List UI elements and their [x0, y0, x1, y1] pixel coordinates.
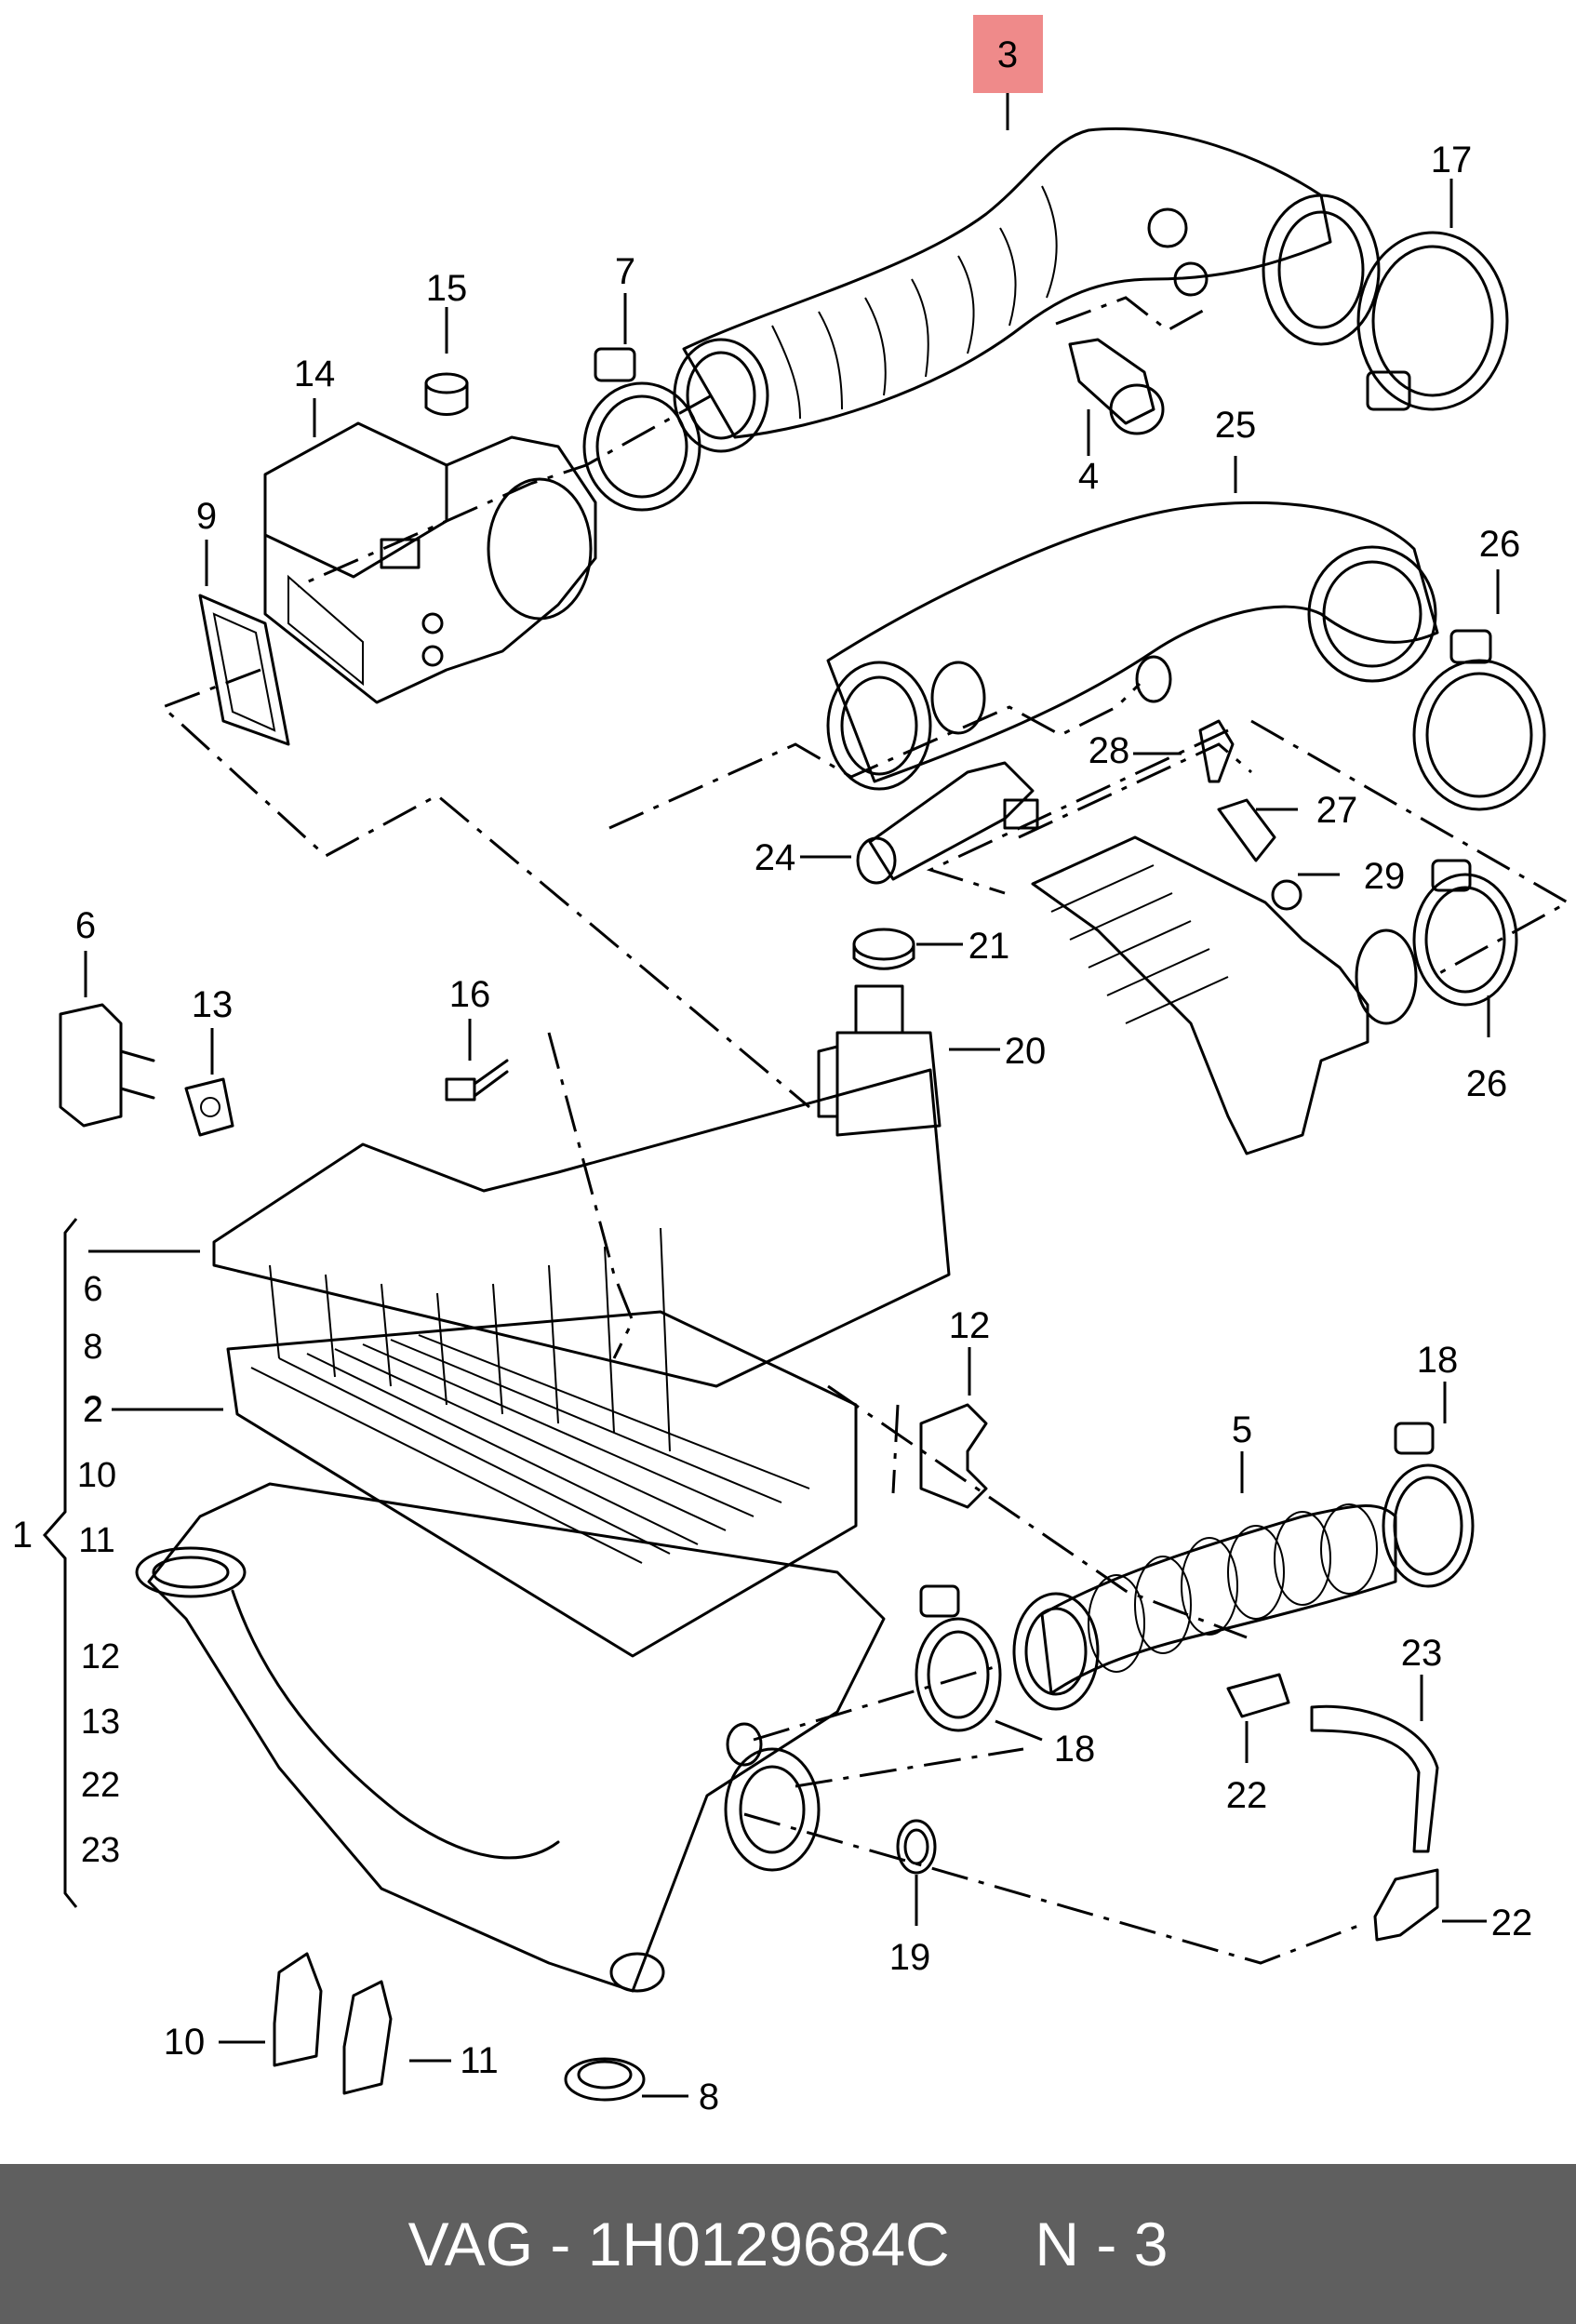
- callout-12: 12: [949, 1305, 991, 1346]
- callout-18-bottom: 18: [1054, 1729, 1096, 1770]
- callout-22-middle: 22: [1226, 1775, 1268, 1816]
- callout-26-bottom: 26: [1466, 1063, 1508, 1104]
- parts-8-10-11-drawing: [273, 1952, 646, 2102]
- parts-20-21-drawing: [817, 928, 942, 1137]
- kit-list-item: 13: [81, 1703, 120, 1742]
- kit-list-item: 23: [81, 1831, 120, 1870]
- kit-list-item: 2: [83, 1391, 102, 1430]
- callout-7: 7: [615, 251, 635, 292]
- callout-3: 3: [997, 34, 1018, 75]
- brand-name: VAG: [407, 2210, 534, 2278]
- part-25-intake-hose-drawing: [826, 501, 1439, 791]
- callout-29: 29: [1364, 856, 1406, 897]
- part-9-gasket-drawing: [198, 594, 290, 746]
- callout-21: 21: [968, 926, 1010, 967]
- callout-24: 24: [755, 837, 796, 878]
- callout-11: 11: [460, 2040, 499, 2081]
- part-12-bracket-drawing: [919, 1403, 988, 1509]
- part-16-bolt-drawing: [445, 1059, 509, 1102]
- air-filter-housing-drawing: [135, 1068, 951, 1993]
- parts-6-13-drawing: [59, 1003, 234, 1137]
- callout-17: 17: [1431, 140, 1473, 180]
- kit-list-item: 10: [77, 1456, 116, 1495]
- callout-2: 2: [83, 1389, 103, 1430]
- part-number: 1H0129684C: [587, 2210, 950, 2278]
- callout-27: 27: [1316, 790, 1358, 831]
- kit-list-item: 6: [83, 1270, 102, 1309]
- callout-15: 15: [426, 268, 468, 309]
- callout-10: 10: [164, 2022, 206, 2063]
- kit-list-item: 11: [78, 1521, 114, 1560]
- parts-19-22-23-drawing: [896, 1673, 1439, 1942]
- kit-list-item: 22: [81, 1766, 120, 1805]
- callout-8: 8: [699, 2077, 719, 2117]
- part-14-air-mass-meter-drawing: [263, 421, 597, 704]
- part-24-valve-drawing: [856, 761, 1039, 885]
- footer-text: VAG - 1H0129684C N - 3: [408, 2209, 1169, 2279]
- diagram-position: N - 3: [1035, 2210, 1169, 2278]
- part-17-hose-clamp-drawing: [1356, 231, 1509, 411]
- part-15-cap-drawing: [424, 372, 469, 416]
- callout-23: 23: [1401, 1633, 1443, 1674]
- callout-25: 25: [1215, 405, 1257, 446]
- kit-list-item: 12: [81, 1637, 120, 1676]
- kit-bracket: [43, 1218, 78, 1908]
- highlighted-callout-box: [973, 15, 1043, 93]
- callout-28: 28: [1089, 730, 1130, 771]
- callout-22-right: 22: [1491, 1903, 1533, 1943]
- separator: -: [550, 2210, 571, 2278]
- kit-list-item: 8: [83, 1328, 102, 1367]
- callout-13: 13: [192, 984, 234, 1025]
- callout-14: 14: [294, 354, 336, 394]
- part-26-hose-clamps-drawing: [1412, 629, 1546, 1007]
- callout-19: 19: [889, 1937, 931, 1978]
- callout-20: 20: [1005, 1031, 1047, 1072]
- callout-5: 5: [1232, 1409, 1252, 1450]
- part-7-hose-clamp-drawing: [582, 347, 701, 512]
- callout-18-top: 18: [1417, 1340, 1459, 1381]
- parts-diagram: 3 17 7 15 14 9 4 25 26 28 27 29 24 21 20…: [12, 15, 1571, 2117]
- callout-4: 4: [1078, 456, 1099, 497]
- callout-6: 6: [75, 905, 96, 946]
- part-18-hose-clamps-drawing: [915, 1422, 1475, 1732]
- kit-list: 6 8 2 10 11 12 13 22 23: [77, 1270, 120, 1870]
- part-5-corrugated-hose-drawing: [1012, 1503, 1397, 1711]
- part-3-intake-hose-drawing: [673, 127, 1381, 453]
- parts-27-28-29-drawing: [1198, 719, 1302, 911]
- part-4-connector-drawing: [1068, 338, 1165, 435]
- intake-duct-drawing: [1031, 835, 1418, 1155]
- callout-labels: 3 17 7 15 14 9 4 25 26 28 27 29 24 21 20…: [12, 15, 1532, 2117]
- callout-16: 16: [449, 974, 491, 1015]
- callout-9: 9: [196, 496, 217, 537]
- dash-dot-lines: [160, 296, 1571, 1965]
- leader-lines: [84, 89, 1500, 2098]
- callout-1: 1: [12, 1515, 33, 1556]
- callout-26-top: 26: [1479, 524, 1521, 565]
- footer-bar: VAG - 1H0129684C N - 3: [0, 2164, 1576, 2324]
